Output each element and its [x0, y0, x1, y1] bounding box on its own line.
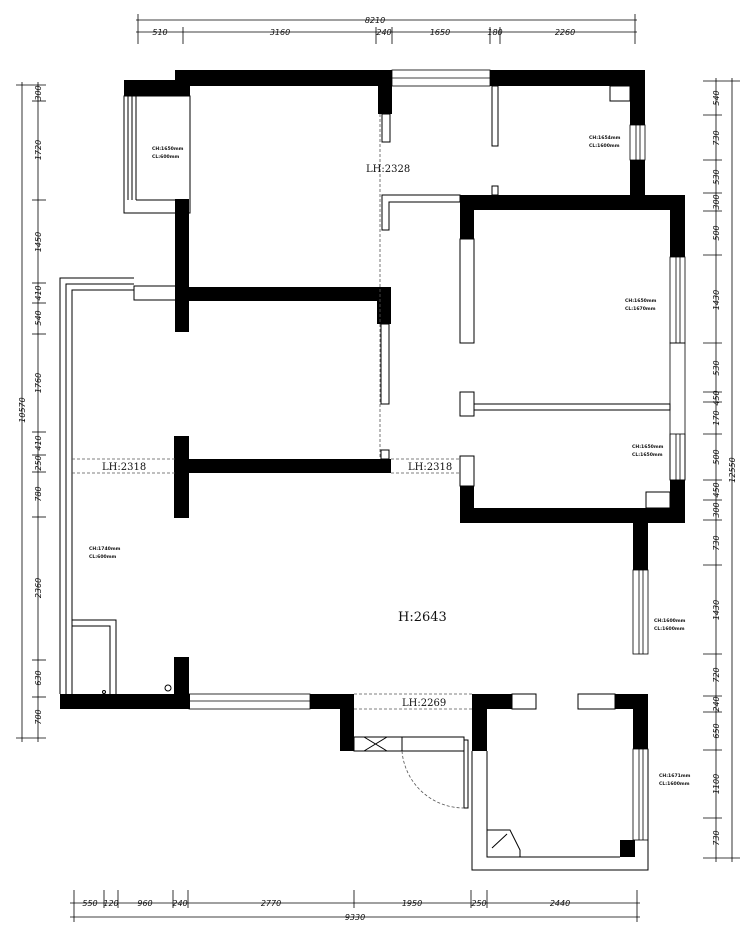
window-label-line: CH:1654mm	[589, 135, 621, 141]
label-lh-left: LH:2318	[102, 462, 146, 473]
right-dim-11: 450	[712, 482, 721, 497]
left-dim-11: 630	[34, 670, 43, 685]
dashed-lines	[72, 114, 472, 710]
top-dim-total: 8210	[365, 16, 385, 25]
room-labels: LH:2328 LH:2318 LH:2318 LH:2269 H:2643	[102, 164, 452, 709]
partitions	[59, 69, 686, 871]
bottom-dim-1: 550	[82, 899, 97, 908]
right-dim-1: 540	[712, 90, 721, 105]
window-label-line: CH:1740mm	[89, 546, 121, 552]
left-dim-9: 780	[34, 486, 43, 501]
top-dim-3: 240	[376, 28, 391, 37]
top-dim-1: 510	[152, 28, 167, 37]
label-lh-top: LH:2328	[366, 164, 410, 175]
right-dim-7: 530	[712, 360, 721, 375]
right-dim-15: 720	[712, 667, 721, 682]
right-dimension-chain: 12550 540 730 530 300 500 1430 530 450 1…	[703, 78, 740, 862]
left-dim-10: 2360	[34, 578, 43, 598]
window-label-line: CH:1650mm	[625, 298, 657, 304]
top-dim-5: 180	[487, 28, 502, 37]
right-dim-17: 650	[712, 723, 721, 738]
window-label-line: CL:600mm	[152, 154, 180, 160]
left-dim-1: 300	[34, 85, 43, 100]
right-dim-5: 500	[712, 225, 721, 240]
right-dim-14: 1430	[712, 600, 721, 620]
window-label-line: CL:1650mm	[632, 452, 663, 458]
right-dim-13: 730	[712, 535, 721, 550]
bottom-dimension-chain: 550 120 960 240 2770 1950 250 2440 9330	[70, 890, 640, 922]
bottom-dim-2: 120	[103, 899, 118, 908]
label-lh-bottom: LH:2269	[402, 698, 446, 709]
window-label-line: CH:1650mm	[632, 444, 664, 450]
window-label-line: CH:1600mm	[654, 618, 686, 624]
left-dim-7: 410	[34, 435, 43, 450]
walls	[60, 70, 685, 857]
right-dim-19: 730	[712, 830, 721, 845]
right-dim-18: 1100	[712, 774, 721, 794]
left-dim-5: 540	[34, 310, 43, 325]
window-label-line: CL:1600mm	[654, 626, 685, 632]
left-dim-8: 250	[34, 455, 43, 470]
left-dimension-chain: 10570 300 1720 1450 410 540 1760 410 250…	[16, 82, 46, 742]
right-dim-3: 530	[712, 169, 721, 184]
top-dim-6: 2260	[555, 28, 575, 37]
window-labels: CH:1650mm CL:600mm CH:1654mm CL:1600mm C…	[89, 135, 691, 787]
right-dim-10: 500	[712, 449, 721, 464]
bottom-dim-4: 240	[172, 899, 187, 908]
bottom-dim-total: 9330	[345, 913, 365, 922]
window-label-line: CH:1650mm	[152, 146, 184, 152]
window-label-line: CL:1600mm	[659, 781, 690, 787]
window-label-line: CH:1671mm	[659, 773, 691, 779]
right-dim-4: 300	[712, 194, 721, 209]
top-dimension-chain: 8210 510 3160 240 1650 180 2260	[136, 14, 637, 44]
top-dim-2: 3160	[270, 28, 290, 37]
bottom-dim-7: 250	[471, 899, 486, 908]
window-label-line: CL:1600mm	[589, 143, 620, 149]
left-dim-4: 410	[34, 285, 43, 300]
right-dim-8: 450	[712, 390, 721, 405]
window-label-line: CL:600mm	[89, 554, 117, 560]
left-dim-3: 1450	[34, 232, 43, 252]
right-dim-total: 12550	[728, 457, 737, 482]
left-dim-12: 700	[34, 709, 43, 724]
right-dim-16: 240	[712, 696, 721, 711]
label-lh-mid: LH:2318	[408, 462, 452, 473]
right-dim-6: 1430	[712, 290, 721, 310]
bottom-dim-3: 960	[137, 899, 152, 908]
left-dim-2: 1720	[34, 140, 43, 160]
bottom-dim-6: 1950	[402, 899, 422, 908]
bottom-dim-8: 2440	[550, 899, 570, 908]
bottom-dim-5: 2770	[261, 899, 281, 908]
right-dim-12: 300	[712, 502, 721, 517]
label-room-height: H:2643	[398, 610, 447, 625]
window-label-line: CL:1670mm	[625, 306, 656, 312]
right-dim-9: 170	[712, 410, 721, 425]
top-dim-4: 1650	[430, 28, 450, 37]
left-dim-6: 1760	[34, 373, 43, 393]
left-dim-total: 10570	[18, 397, 27, 422]
right-dim-2: 730	[712, 130, 721, 145]
